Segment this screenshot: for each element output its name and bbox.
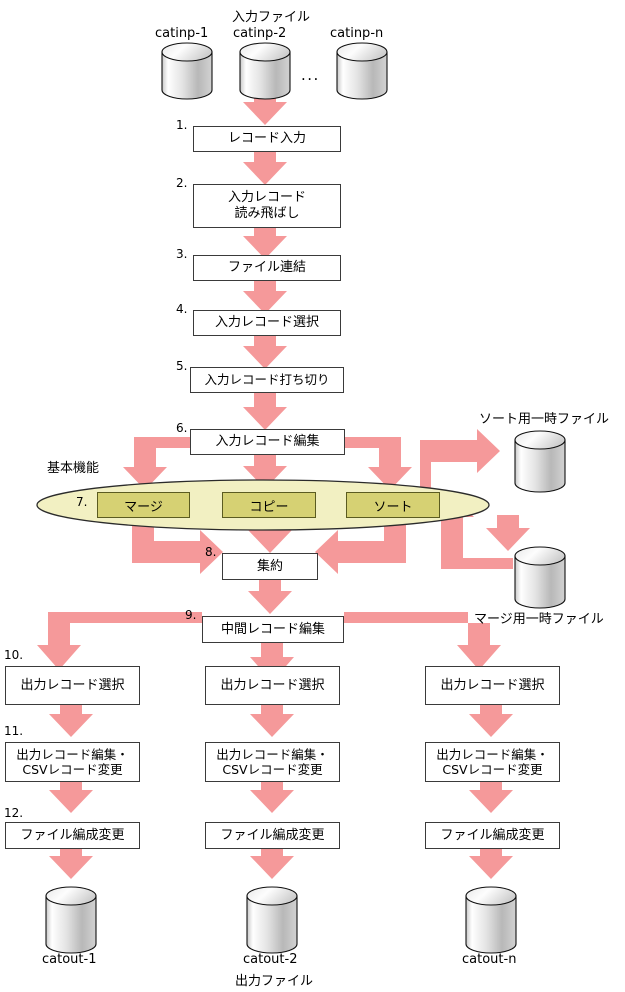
step-number-1: 1. bbox=[176, 118, 188, 132]
step-box-input-record-skip[interactable]: 入力レコード 読み飛ばし bbox=[193, 184, 341, 228]
step-number-5: 5. bbox=[176, 359, 188, 373]
step-box-input-record-truncate[interactable]: 入力レコード打ち切り bbox=[190, 367, 344, 393]
output-file-label-3: catout-n bbox=[462, 952, 517, 967]
input-file-label-3: catinp-n bbox=[330, 26, 384, 41]
step-box-input-record-skip-line2: 読み飛ばし bbox=[234, 206, 300, 221]
arrow-step2-step3 bbox=[243, 228, 287, 259]
step-number-4: 4. bbox=[176, 302, 188, 316]
arrow-aggregate-to-step9 bbox=[248, 580, 292, 614]
step-number-11: 11. bbox=[4, 724, 24, 738]
step-number-3: 3. bbox=[176, 247, 188, 261]
arrow-merge-to-aggregate bbox=[132, 518, 223, 574]
arrow-step3-step4 bbox=[243, 281, 287, 314]
arrow-col2-edit-to-reorg bbox=[250, 781, 294, 813]
merge-temp-file-caption: マージ用一時ファイル bbox=[474, 612, 604, 627]
step-box-input-record-select[interactable]: 入力レコード選択 bbox=[193, 310, 341, 336]
arrow-col3-select-to-edit bbox=[469, 705, 513, 737]
arrow-col1-reorg-to-file bbox=[49, 846, 93, 879]
output-box-record-edit-csv-3-line1: 出力レコード編集・ bbox=[436, 746, 549, 762]
step-box-record-input[interactable]: レコード入力 bbox=[193, 126, 341, 152]
basic-functions-label: 基本機能 bbox=[47, 461, 100, 476]
input-file-label-1: catinp-1 bbox=[155, 26, 209, 41]
arrow-sorttemp-to-mergetemp bbox=[486, 515, 530, 551]
arrow-sort-to-aggregate bbox=[315, 518, 406, 574]
cylinder-catinp-2 bbox=[239, 42, 291, 100]
step-box-input-record-skip-line1: 入力レコード bbox=[227, 190, 306, 206]
step-box-file-concat[interactable]: ファイル連結 bbox=[193, 255, 341, 281]
output-box-record-select-3[interactable]: 出力レコード選択 bbox=[425, 666, 560, 705]
cylinder-catout-2 bbox=[246, 886, 298, 954]
output-box-record-edit-csv-2[interactable]: 出力レコード編集・ CSVレコード変更 bbox=[205, 742, 340, 782]
output-box-record-edit-csv-2-line1: 出力レコード編集・ bbox=[216, 746, 329, 762]
input-files-caption: 入力ファイル bbox=[232, 10, 311, 25]
cylinder-catinp-n bbox=[336, 42, 388, 100]
arrow-step5-step6 bbox=[243, 393, 287, 430]
arrow-col2-reorg-to-file bbox=[250, 846, 294, 879]
arrow-col1-edit-to-reorg bbox=[49, 781, 93, 813]
output-box-file-reorg-2[interactable]: ファイル編成変更 bbox=[205, 822, 340, 849]
arrow-col1-select-to-edit bbox=[49, 705, 93, 737]
arrow-step9-to-col2 bbox=[250, 642, 294, 682]
input-files-ellipsis: ... bbox=[301, 66, 320, 84]
step-number-10: 10. bbox=[4, 648, 24, 662]
output-file-label-1: catout-1 bbox=[42, 952, 97, 967]
cylinder-catout-1 bbox=[45, 886, 97, 954]
arrow-step6-merge bbox=[123, 437, 190, 490]
output-box-file-reorg-3[interactable]: ファイル編成変更 bbox=[425, 822, 560, 849]
cylinder-catout-n bbox=[465, 886, 517, 954]
output-box-record-edit-csv-1[interactable]: 出力レコード編集・ CSVレコード変更 bbox=[5, 742, 140, 782]
step-box-intermediate-record-edit[interactable]: 中間レコード編集 bbox=[202, 616, 344, 643]
arrow-step9-to-col3 bbox=[344, 612, 501, 670]
function-box-copy[interactable]: コピー bbox=[222, 492, 316, 518]
step-number-9: 9. bbox=[185, 608, 197, 622]
output-box-record-edit-csv-3-line2: CSVレコード変更 bbox=[442, 762, 543, 777]
arrow-step6-sort bbox=[345, 437, 412, 490]
output-file-label-2: catout-2 bbox=[243, 952, 298, 967]
function-box-merge[interactable]: マージ bbox=[97, 492, 190, 518]
step-number-7: 7. bbox=[76, 495, 88, 509]
input-file-label-2: catinp-2 bbox=[233, 26, 287, 41]
arrow-sort-to-sorttemp bbox=[420, 429, 500, 500]
function-box-sort[interactable]: ソート bbox=[346, 492, 440, 518]
arrow-col3-edit-to-reorg bbox=[469, 781, 513, 813]
step-number-6: 6. bbox=[176, 421, 188, 435]
step-number-2: 2. bbox=[176, 176, 188, 190]
arrow-step6-copy bbox=[243, 455, 287, 489]
output-box-record-select-1[interactable]: 出力レコード選択 bbox=[5, 666, 140, 705]
output-box-record-edit-csv-1-line2: CSVレコード変更 bbox=[22, 762, 123, 777]
arrow-step1-step2 bbox=[243, 152, 287, 185]
step-number-12: 12. bbox=[4, 806, 24, 820]
step-box-input-record-edit[interactable]: 入力レコード編集 bbox=[190, 429, 345, 455]
arrow-step9-to-col1 bbox=[37, 612, 202, 670]
output-box-record-edit-csv-1-line1: 出力レコード編集・ bbox=[16, 746, 129, 762]
output-box-record-edit-csv-3[interactable]: 出力レコード編集・ CSVレコード変更 bbox=[425, 742, 560, 782]
step-number-8: 8. bbox=[205, 545, 217, 559]
arrow-step4-step5 bbox=[243, 336, 287, 369]
cylinder-catinp-1 bbox=[161, 42, 213, 100]
cylinder-merge-temp-file bbox=[514, 546, 566, 609]
output-box-record-edit-csv-2-line2: CSVレコード変更 bbox=[222, 762, 323, 777]
sort-temp-file-caption: ソート用一時ファイル bbox=[479, 412, 610, 427]
output-box-record-select-2[interactable]: 出力レコード選択 bbox=[205, 666, 340, 705]
output-files-caption: 出力ファイル bbox=[235, 974, 314, 989]
output-box-file-reorg-1[interactable]: ファイル編成変更 bbox=[5, 822, 140, 849]
arrow-col2-select-to-edit bbox=[250, 705, 294, 737]
step-box-aggregate[interactable]: 集約 bbox=[222, 553, 318, 580]
cylinder-sort-temp-file bbox=[514, 430, 566, 493]
arrow-col3-reorg-to-file bbox=[469, 846, 513, 879]
